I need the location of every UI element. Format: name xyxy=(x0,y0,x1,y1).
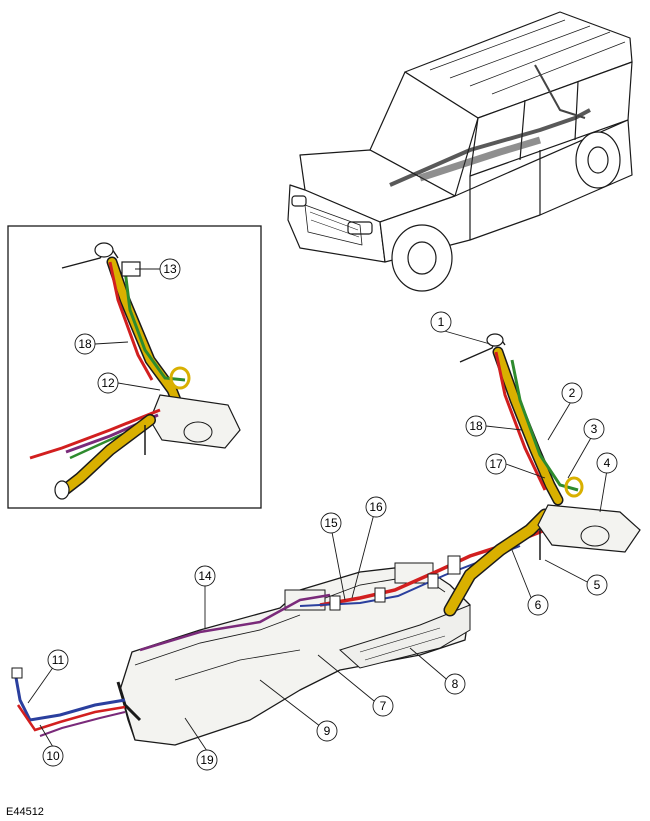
svg-text:18: 18 xyxy=(78,337,92,351)
vehicle-illustration xyxy=(287,11,633,292)
svg-text:12: 12 xyxy=(101,376,115,390)
svg-text:9: 9 xyxy=(324,724,331,738)
svg-text:15: 15 xyxy=(324,516,338,530)
callout-17: 17 xyxy=(485,453,507,475)
svg-text:17: 17 xyxy=(489,457,503,471)
svg-text:1: 1 xyxy=(438,315,445,329)
callout-3: 3 xyxy=(583,418,605,440)
callout-15: 15 xyxy=(320,512,342,534)
callout-12: 12 xyxy=(97,372,119,394)
callout-1: 1 xyxy=(430,311,452,333)
svg-text:6: 6 xyxy=(535,598,542,612)
callout-2: 2 xyxy=(561,382,583,404)
leader-lines xyxy=(27,268,608,752)
callout-7: 7 xyxy=(372,695,394,717)
svg-text:5: 5 xyxy=(594,578,601,592)
callout-6: 6 xyxy=(527,594,549,616)
callout-18-inset: 18 xyxy=(74,333,96,355)
callout-16: 16 xyxy=(365,496,387,518)
callout-19: 19 xyxy=(196,749,218,771)
callout-14: 14 xyxy=(194,565,216,587)
svg-text:7: 7 xyxy=(380,699,387,713)
svg-text:18: 18 xyxy=(469,419,483,433)
callout-11: 11 xyxy=(47,649,69,671)
callout-9: 9 xyxy=(316,720,338,742)
callouts: 1 2 3 4 5 6 7 8 9 10 11 12 13 14 15 16 1… xyxy=(42,258,618,771)
svg-text:3: 3 xyxy=(591,422,598,436)
svg-text:10: 10 xyxy=(46,749,60,763)
main-assembly xyxy=(11,333,641,746)
callout-5: 5 xyxy=(586,574,608,596)
callout-13: 13 xyxy=(159,258,181,280)
svg-text:2: 2 xyxy=(569,386,576,400)
svg-text:16: 16 xyxy=(369,500,383,514)
figure-code: E44512 xyxy=(6,806,44,818)
callout-4: 4 xyxy=(596,452,618,474)
svg-text:13: 13 xyxy=(163,262,177,276)
callout-8: 8 xyxy=(444,673,466,695)
svg-text:19: 19 xyxy=(200,753,214,767)
svg-text:8: 8 xyxy=(452,677,459,691)
callout-10: 10 xyxy=(42,745,64,767)
svg-text:4: 4 xyxy=(604,456,611,470)
inset-detail xyxy=(7,225,262,509)
svg-text:11: 11 xyxy=(52,653,65,667)
callout-18: 18 xyxy=(465,415,487,437)
svg-text:14: 14 xyxy=(198,569,212,583)
